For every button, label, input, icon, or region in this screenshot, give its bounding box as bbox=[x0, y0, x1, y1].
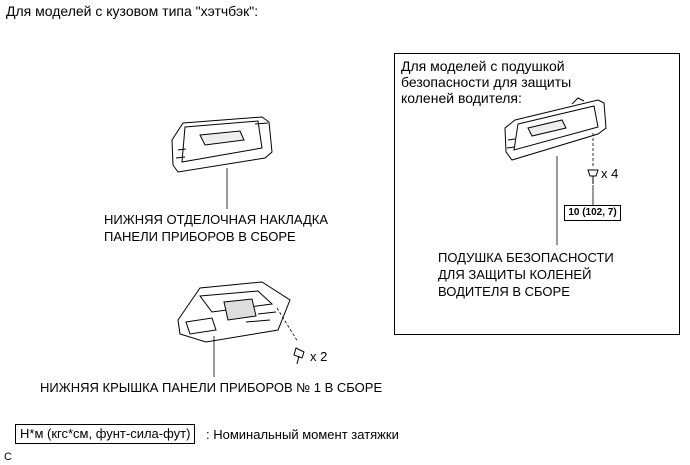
trim-panel-label: НИЖНЯЯ ОТДЕЛОЧНАЯ НАКЛАДКА ПАНЕЛИ ПРИБОР… bbox=[104, 212, 329, 244]
torque-value-box: 10 (102, 7) bbox=[564, 205, 621, 221]
screw-quantity: x 2 bbox=[310, 349, 328, 364]
lower-cover-drawing bbox=[177, 281, 291, 343]
inset-heading: Для моделей с подушкой безопасности для … bbox=[401, 58, 572, 106]
main-heading: Для моделей с кузовом типа "хэтчбэк": bbox=[6, 3, 259, 19]
bolt-icon bbox=[587, 169, 599, 184]
knee-airbag-drawing bbox=[504, 97, 607, 161]
screw-icon bbox=[293, 347, 305, 365]
inset-frame bbox=[394, 53, 680, 335]
torque-legend-description: : Номинальный момент затяжки bbox=[206, 427, 399, 442]
lower-trim-panel-drawing bbox=[171, 116, 273, 173]
torque-unit-legend-box: Н*м (кгс*см, фунт-сила-фут) bbox=[15, 424, 196, 444]
figure-code: C bbox=[4, 451, 12, 463]
knee-airbag-label: ПОДУШКА БЕЗОПАСНОСТИ ДЛЯ ЗАЩИТЫ КОЛЕНЕЙ … bbox=[438, 250, 614, 299]
lower-cover-label: НИЖНЯЯ КРЫШКА ПАНЕЛИ ПРИБОРОВ № 1 В СБОР… bbox=[40, 380, 383, 395]
bolt-quantity: x 4 bbox=[601, 166, 619, 181]
cover-dashed-line bbox=[276, 307, 299, 343]
